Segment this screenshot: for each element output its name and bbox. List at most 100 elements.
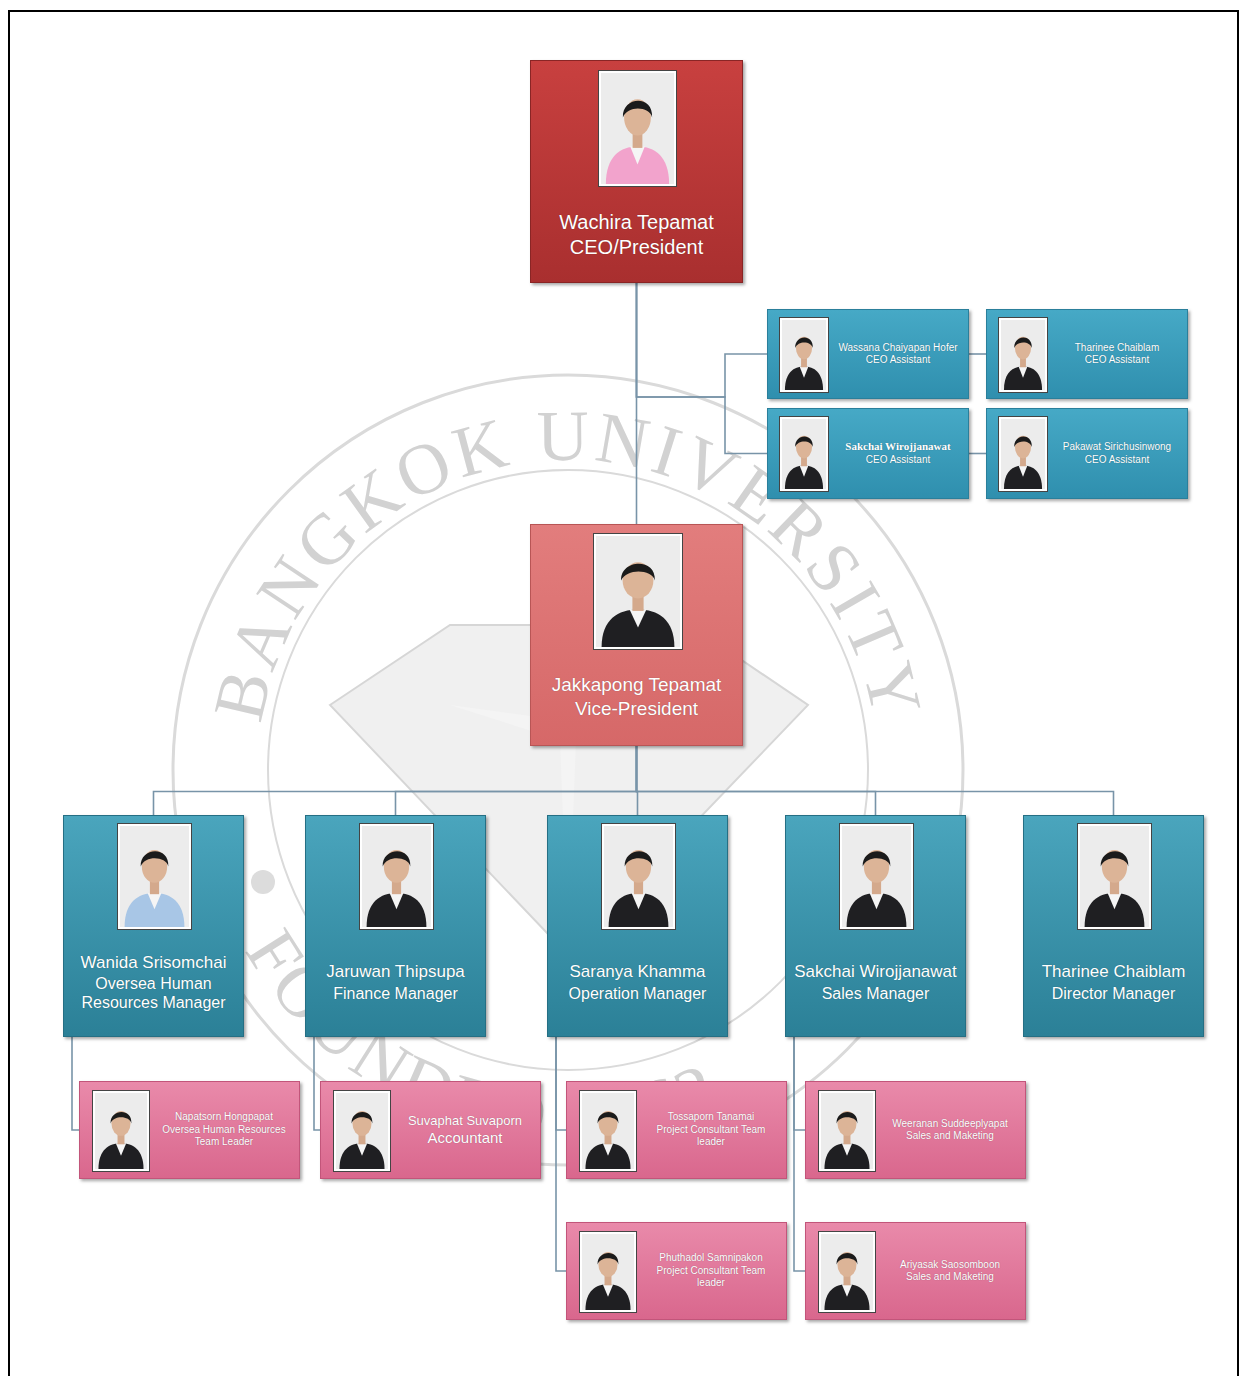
- connector-line: [556, 1037, 566, 1271]
- text-stack: Tharinee ChaiblamDirector Manager: [1030, 962, 1197, 1003]
- person-card: Wanida SrisomchaiOversea Human Resources…: [63, 815, 244, 1037]
- text-area: Jakkapong TepamatVice-President: [537, 659, 736, 735]
- text-stack: Napatsorn HongpapatOversea Human Resourc…: [157, 1111, 291, 1149]
- person-tile: Suvaphat SuvapornAccountant: [320, 1081, 541, 1179]
- portrait-photo: [780, 417, 828, 491]
- text-area: Ariyasak SaosomboonSales and Maketing: [883, 1228, 1017, 1314]
- connector-line: [396, 746, 637, 815]
- portrait-photo: [999, 417, 1047, 491]
- portrait-photo: [360, 824, 433, 929]
- portrait-figure: [95, 1093, 147, 1169]
- connector-line: [637, 283, 768, 454]
- connector-line: [969, 353, 986, 355]
- text-area: Suvaphat SuvapornAccountant: [398, 1087, 532, 1173]
- portrait-figure: [120, 826, 189, 927]
- person-card: Sakchai WirojjanawatSales Manager: [785, 815, 966, 1037]
- text-area: Jaruwan ThipsupaFinance Manager: [312, 939, 479, 1026]
- person-name: Napatsorn Hongpapat: [157, 1111, 291, 1124]
- text-stack: Weeranan SuddeeplyapatSales and Maketing: [883, 1118, 1017, 1143]
- person-name: Sakchai Wirojjanawat: [836, 440, 960, 454]
- person-tile: Phuthadol SamnipakonProject Consultant T…: [566, 1222, 787, 1320]
- connector-line: [637, 746, 876, 815]
- portrait-figure: [821, 1234, 873, 1310]
- job-title: Vice-President: [537, 698, 736, 721]
- person-name: Wanida Srisomchai: [70, 953, 237, 973]
- connector-line: [637, 283, 768, 397]
- person-tile: Weeranan SuddeeplyapatSales and Maketing: [805, 1081, 1026, 1179]
- text-area: Sakchai WirojjanawatCEO Assistant: [836, 414, 960, 493]
- job-title: Sales Manager: [792, 984, 959, 1003]
- text-stack: Tharinee ChaiblamCEO Assistant: [1055, 342, 1179, 367]
- text-stack: Saranya KhammaOperation Manager: [554, 962, 721, 1003]
- portrait-photo: [580, 1232, 636, 1312]
- text-stack: Jaruwan ThipsupaFinance Manager: [312, 962, 479, 1003]
- person-tile: Tossaporn TanamaiProject Consultant Team…: [566, 1081, 787, 1179]
- person-card: Saranya KhammaOperation Manager: [547, 815, 728, 1037]
- connector-line: [154, 746, 637, 815]
- portrait-photo: [594, 534, 682, 649]
- person-name: Wachira Tepamat: [537, 210, 736, 234]
- job-title: Sales and Maketing: [883, 1130, 1017, 1143]
- person-name: Sakchai Wirojjanawat: [792, 962, 959, 982]
- person-name: Suvaphat Suvaporn: [398, 1113, 532, 1129]
- portrait-figure: [601, 73, 674, 184]
- person-card: Tharinee ChaiblamDirector Manager: [1023, 815, 1204, 1037]
- person-tile: Napatsorn HongpapatOversea Human Resourc…: [79, 1081, 300, 1179]
- text-area: Tharinee ChaiblamCEO Assistant: [1055, 315, 1179, 393]
- text-stack: Ariyasak SaosomboonSales and Maketing: [883, 1259, 1017, 1284]
- connector-line: [72, 1037, 79, 1130]
- job-title: Project Consultant Team leader: [644, 1265, 778, 1290]
- text-area: Wassana Chaiyapan HoferCEO Assistant: [836, 315, 960, 393]
- text-area: Sakchai WirojjanawatSales Manager: [792, 939, 959, 1026]
- connector-line: [637, 746, 1114, 815]
- person-name: Pakawat Sirichusinwong: [1055, 441, 1179, 454]
- portrait-photo: [580, 1091, 636, 1171]
- job-title: Oversea Human Resources Manager: [70, 974, 237, 1012]
- portrait-figure: [782, 419, 826, 489]
- portrait-photo: [780, 318, 828, 392]
- person-name: Jaruwan Thipsupa: [312, 962, 479, 982]
- portrait-figure: [362, 826, 431, 927]
- portrait-figure: [582, 1093, 634, 1169]
- text-stack: Wanida SrisomchaiOversea Human Resources…: [70, 953, 237, 1013]
- job-title: CEO Assistant: [1055, 354, 1179, 367]
- person-tile: Tharinee ChaiblamCEO Assistant: [986, 309, 1188, 399]
- portrait-photo: [819, 1232, 875, 1312]
- text-area: Phuthadol SamnipakonProject Consultant T…: [644, 1228, 778, 1314]
- person-tile: Ariyasak SaosomboonSales and Maketing: [805, 1222, 1026, 1320]
- text-stack: Suvaphat SuvapornAccountant: [398, 1113, 532, 1148]
- person-name: Tharinee Chaiblam: [1055, 342, 1179, 355]
- job-title: CEO Assistant: [1055, 454, 1179, 467]
- person-tile: Pakawat SirichusinwongCEO Assistant: [986, 408, 1188, 499]
- job-title: CEO Assistant: [836, 454, 960, 467]
- text-area: Tossaporn TanamaiProject Consultant Team…: [644, 1087, 778, 1173]
- text-stack: Sakchai WirojjanawatCEO Assistant: [836, 440, 960, 466]
- portrait-photo: [602, 824, 675, 929]
- text-area: Pakawat SirichusinwongCEO Assistant: [1055, 414, 1179, 493]
- job-title: Operation Manager: [554, 984, 721, 1003]
- text-area: Wanida SrisomchaiOversea Human Resources…: [70, 939, 237, 1026]
- person-name: Ariyasak Saosomboon: [883, 1259, 1017, 1272]
- person-card: Jakkapong TepamatVice-President: [530, 524, 743, 746]
- job-title: Accountant: [398, 1129, 532, 1148]
- person-name: Tharinee Chaiblam: [1030, 962, 1197, 982]
- portrait-figure: [842, 826, 911, 927]
- person-name: Jakkapong Tepamat: [537, 674, 736, 697]
- person-name: Tossaporn Tanamai: [644, 1111, 778, 1124]
- person-tile: Sakchai WirojjanawatCEO Assistant: [767, 408, 969, 499]
- connector-line: [556, 1037, 566, 1130]
- job-title: Sales and Maketing: [883, 1271, 1017, 1284]
- portrait-photo: [118, 824, 191, 929]
- portrait-photo: [93, 1091, 149, 1171]
- text-stack: Sakchai WirojjanawatSales Manager: [792, 962, 959, 1003]
- text-area: Napatsorn HongpapatOversea Human Resourc…: [157, 1087, 291, 1173]
- portrait-photo: [840, 824, 913, 929]
- job-title: Finance Manager: [312, 984, 479, 1003]
- portrait-figure: [336, 1093, 388, 1169]
- job-title: CEO/President: [537, 235, 736, 259]
- person-card: Jaruwan ThipsupaFinance Manager: [305, 815, 486, 1037]
- text-stack: Tossaporn TanamaiProject Consultant Team…: [644, 1111, 778, 1149]
- job-title: CEO Assistant: [836, 354, 960, 367]
